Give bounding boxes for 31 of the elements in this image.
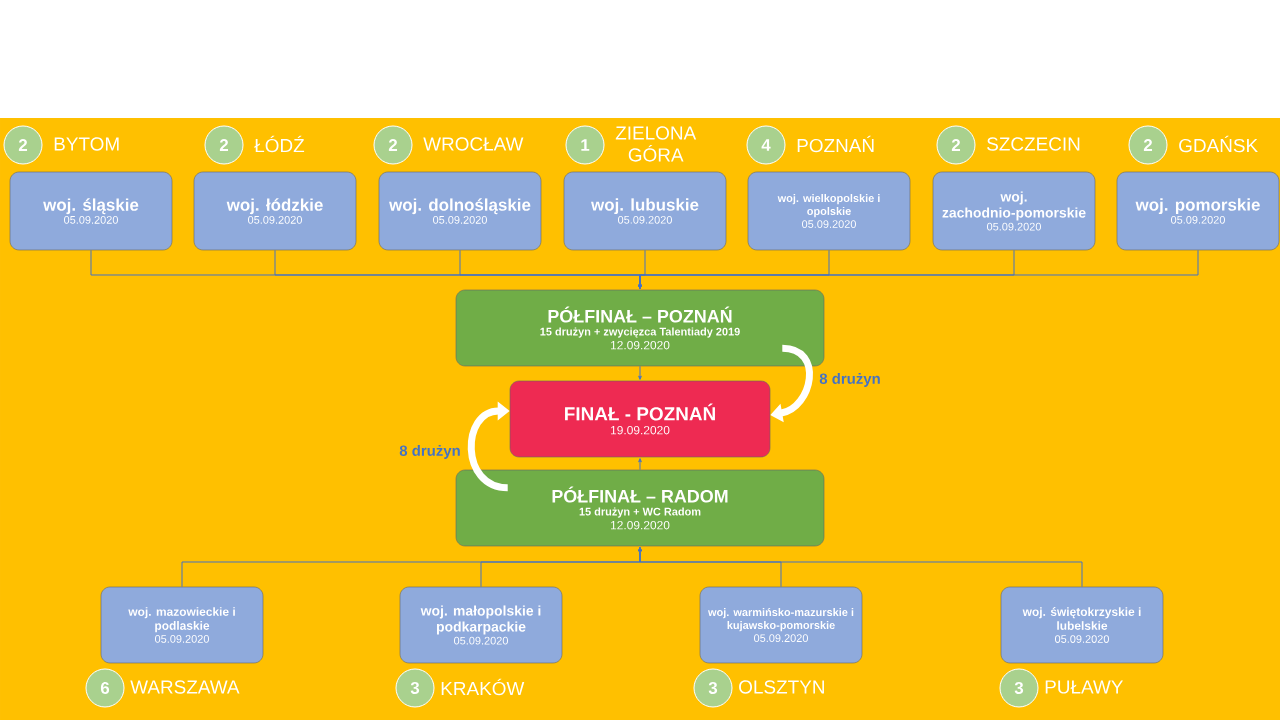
- city-label: SZCZECIN: [987, 137, 1080, 151]
- semifinal-box: PÓŁFINAŁ – RADOM 15 drużyn + WC Radom 12.09.2020: [455, 469, 825, 547]
- city-label: PUŁAWY: [1045, 680, 1123, 694]
- city-label: ŁÓDŹ: [254, 135, 305, 153]
- arrow: [638, 365, 642, 380]
- region-box: woj. wielkopolskie i opolskie 05.09.2020: [747, 171, 911, 251]
- region-box: woj. warmińsko-mazurskie i kujawsko-pomorskie 05.09.2020: [699, 586, 863, 664]
- city-label: ZIELONA GÓRA: [615, 126, 697, 162]
- region-box: woj. zachodnio-pomorskie 05.09.2020: [932, 171, 1096, 251]
- edge-label: 8 drużyn: [818, 372, 882, 388]
- region-box: woj. małopolskie i podkarpackie 05.09.2020: [399, 586, 563, 664]
- arrow: [638, 458, 642, 471]
- final-box: FINAŁ - POZNAŃ 19.09.2020: [509, 380, 771, 458]
- arrow: [638, 547, 1083, 588]
- city-label: OLSZTYN: [739, 680, 824, 694]
- city-label: POZNAŃ: [797, 135, 874, 153]
- city-label: BYTOM: [54, 137, 119, 151]
- region-box: woj. mazowieckie i podlaskie 05.09.2020: [100, 586, 264, 664]
- semifinal-box: PÓŁFINAŁ – POZNAŃ 15 drużyn + zwycięzca Talentiady 2019 12.09.2020: [455, 289, 825, 367]
- region-box: woj. świętokrzyskie i lubelskie 05.09.2020: [1000, 586, 1164, 664]
- region-box: woj. dolnośląskie 05.09.2020: [378, 171, 542, 251]
- region-box: woj. lubuskie 05.09.2020: [563, 171, 727, 251]
- edge-label: 8 drużyn: [398, 444, 462, 460]
- region-box: woj. łódzkie 05.09.2020: [193, 171, 357, 251]
- city-label: WARSZAWA: [130, 680, 240, 694]
- arrow: [638, 249, 1199, 289]
- region-box: woj. śląskie 05.09.2020: [9, 171, 173, 251]
- city-label: WROCŁAW: [423, 137, 524, 151]
- city-label: KRAKÓW: [441, 678, 525, 696]
- city-label: GDAŃSK: [1179, 135, 1258, 153]
- region-box: woj. pomorskie 05.09.2020: [1116, 171, 1280, 251]
